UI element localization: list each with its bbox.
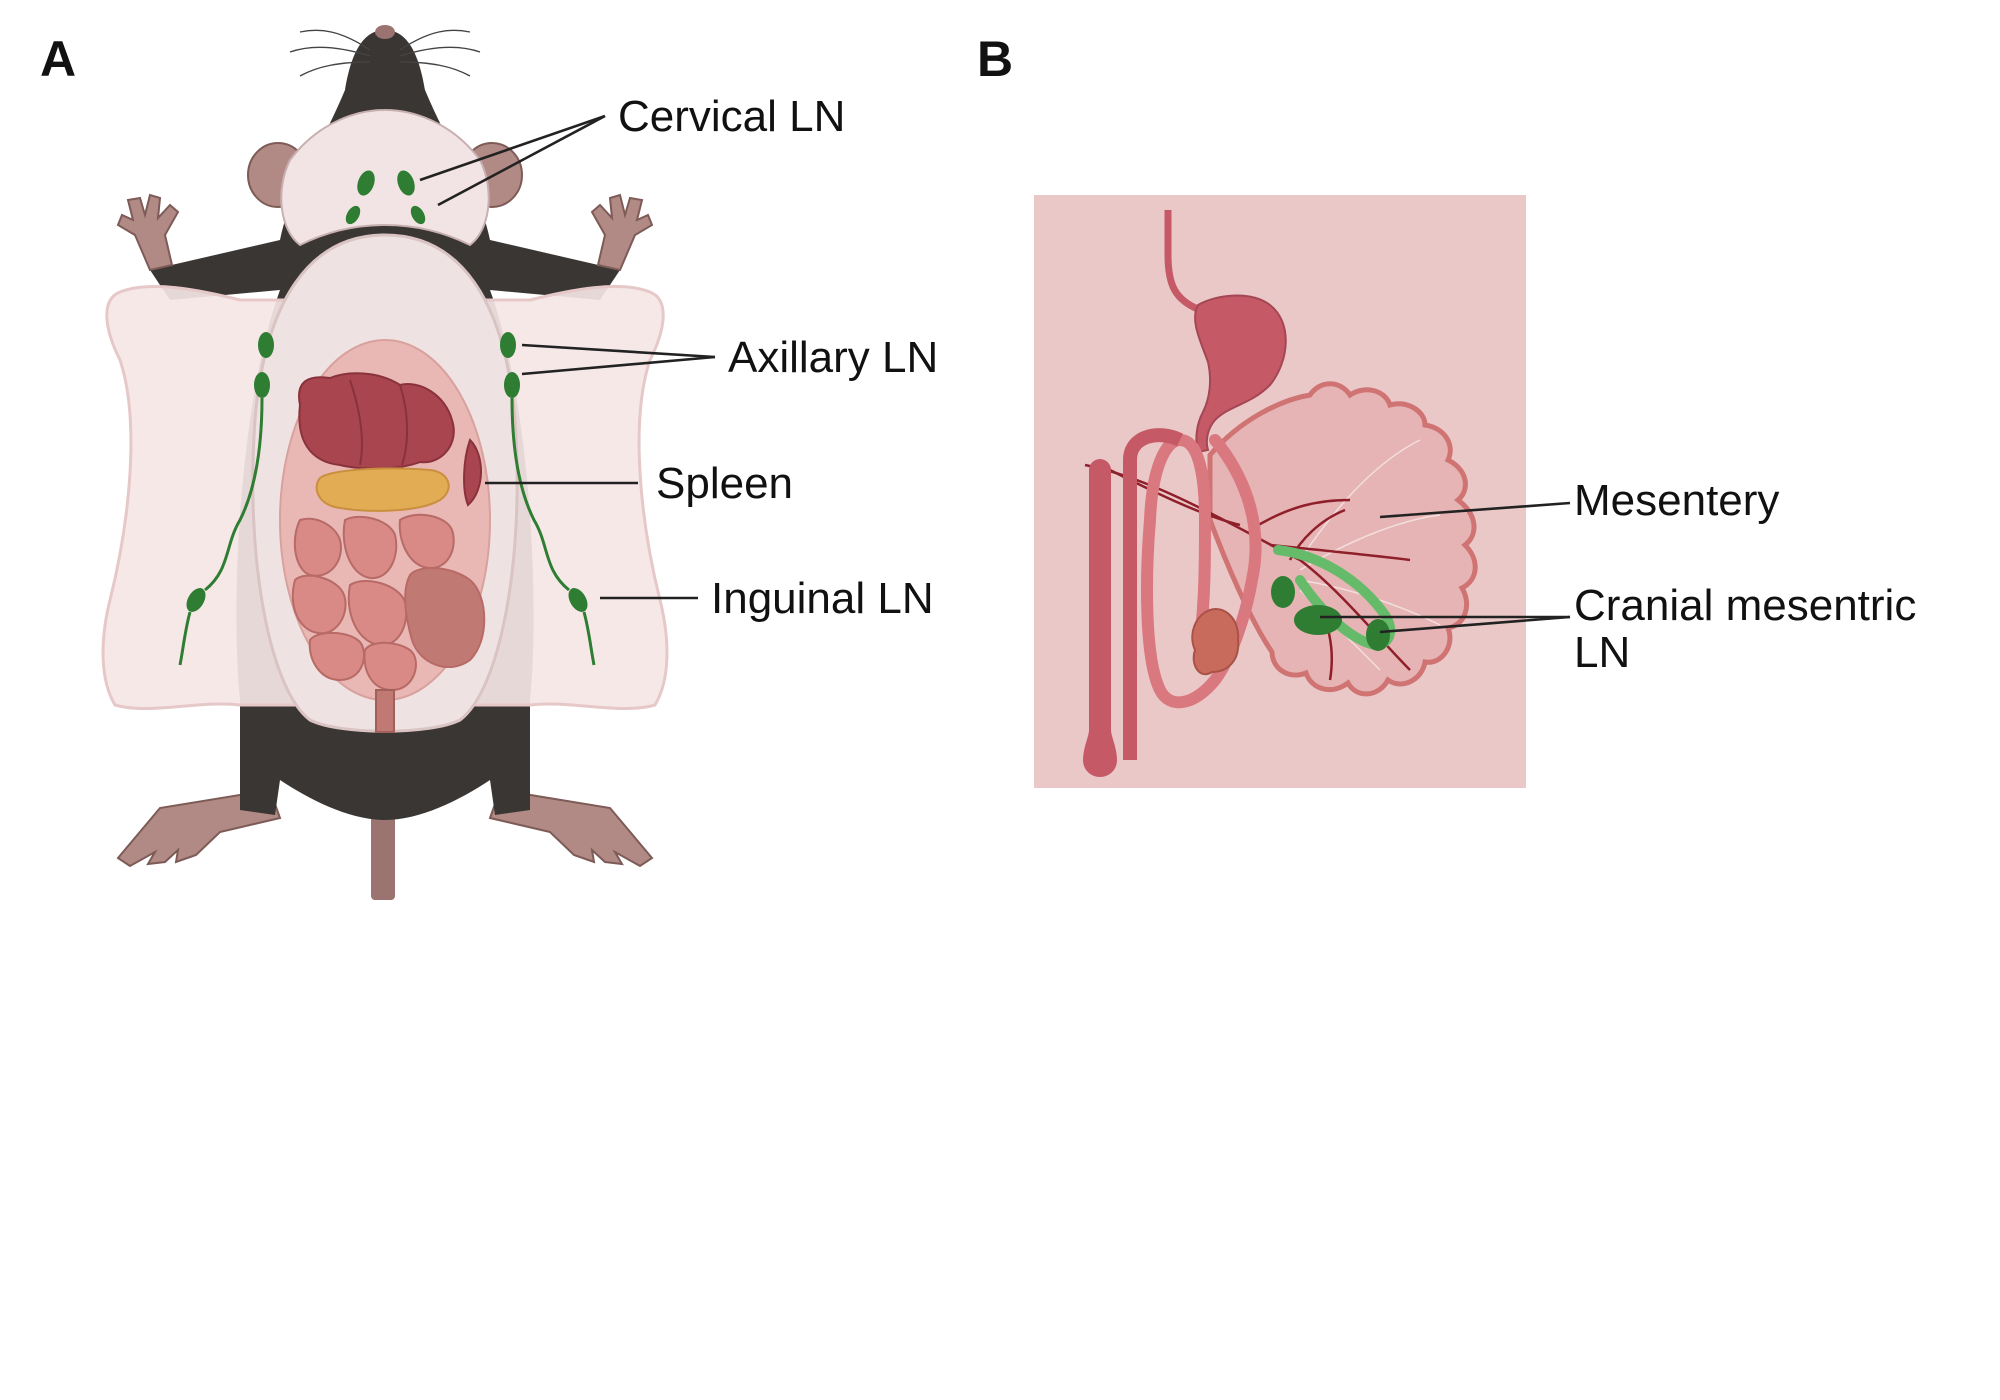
leaders-b [1320, 501, 1571, 634]
cervical-ln-label: Cervical LN [618, 92, 845, 141]
front-paw-left [116, 193, 180, 272]
stomach [315, 467, 450, 512]
inguinal-ln-label: Inguinal LN [711, 574, 934, 623]
panel-b-letter: B [977, 31, 1013, 87]
cervical-ln-node [345, 205, 361, 225]
mouse-nose [375, 25, 395, 39]
panel-a: A [40, 25, 938, 900]
front-paw-right [590, 193, 654, 272]
spleen-organ [463, 438, 482, 507]
cranial-mesenteric-ln-node [1271, 576, 1295, 608]
cervical-ln-node [357, 170, 375, 196]
hind-foot-left [116, 788, 282, 868]
cranial-mesenteric-ln-label-line2: LN [1574, 628, 1630, 677]
cranial-mesenteric-ln-node [1294, 605, 1342, 635]
cervical-ln-node [410, 205, 426, 225]
hind-foot-right [488, 788, 654, 868]
head-skin [280, 108, 490, 247]
cecum [1191, 608, 1240, 676]
duodenum-loop [1141, 433, 1262, 709]
liver-lobe-line-2 [399, 384, 409, 466]
mesentery-label: Mesentery [1574, 476, 1779, 525]
spleen-label: Spleen [656, 459, 793, 508]
panel-b: B [977, 31, 1916, 788]
cranial-mesenteric-ln [1271, 545, 1396, 651]
lymphatic-vessels-a [178, 397, 596, 666]
liver-lobe-line [349, 379, 363, 466]
liver [298, 372, 455, 470]
jejunum-loop [1123, 428, 1184, 760]
inguinal-ln-node [568, 588, 588, 612]
cranial-mesenteric-ln-node [1366, 619, 1390, 651]
esophagus [1164, 210, 1202, 314]
whiskers [289, 29, 481, 77]
intestines [291, 513, 486, 692]
cranial-mesenteric-ln-label-line1: Cranial mesentric [1574, 581, 1916, 630]
lymph-nodes-a [186, 170, 588, 612]
panel-a-letter: A [40, 31, 76, 87]
stomach-b [1194, 294, 1287, 454]
cervical-ln-node [397, 170, 415, 196]
rectum [375, 689, 395, 733]
axillary-ln-node [254, 372, 270, 398]
axillary-ln-node [258, 332, 274, 358]
axillary-ln-node [500, 332, 516, 358]
colon-end [1082, 459, 1118, 777]
axillary-ln-node [504, 372, 520, 398]
leaders-a [419, 114, 716, 600]
axillary-ln-label: Axillary LN [728, 333, 938, 382]
inguinal-ln-node [186, 588, 206, 612]
